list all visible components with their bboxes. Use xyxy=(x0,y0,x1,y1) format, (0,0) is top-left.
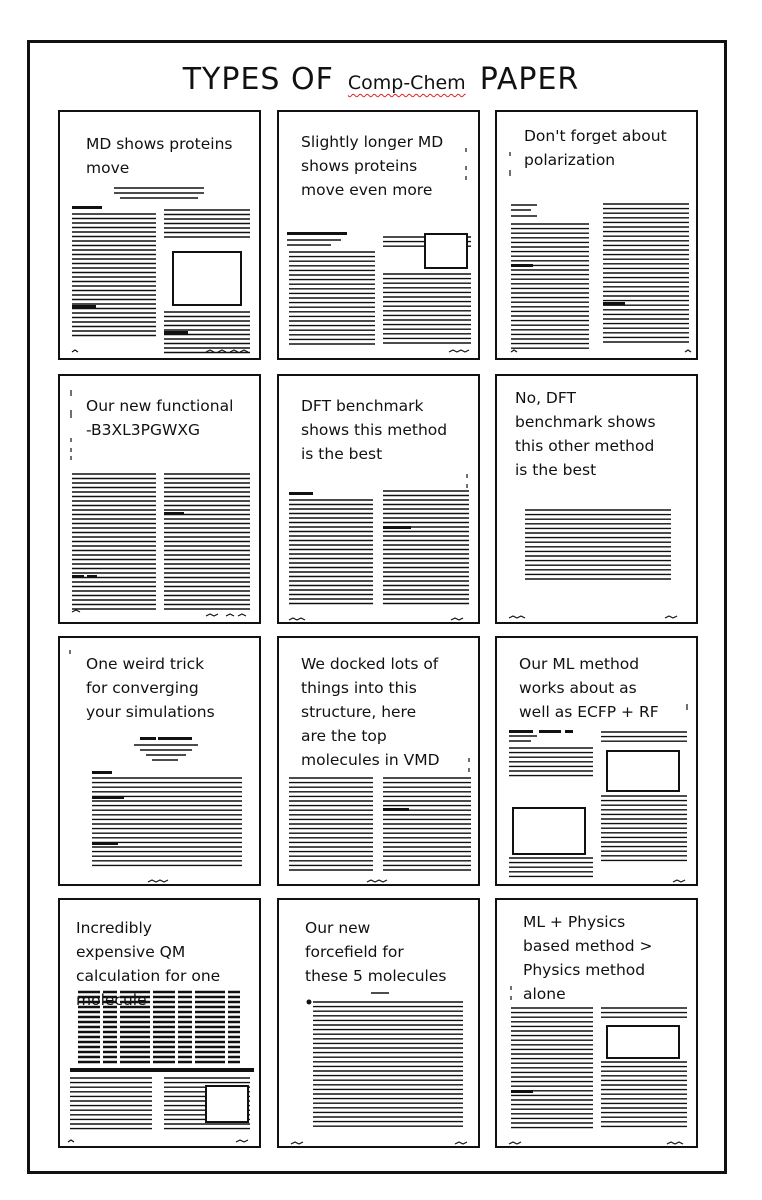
panel-polarization: Don't forget about polarization xyxy=(495,110,698,360)
panel-caption: We docked lots of things into this struc… xyxy=(301,652,440,772)
caption-line: Don't forget about xyxy=(524,127,667,145)
panel-caption: Slightly longer MD shows proteins move e… xyxy=(301,130,443,202)
caption-line: shows this method xyxy=(301,421,448,439)
panel-caption: Our new functional -B3XL3PGWXG xyxy=(86,394,233,442)
panel-caption: ML + Physics based method > Physics meth… xyxy=(523,910,653,1006)
paper-sketch xyxy=(67,990,254,1143)
caption-line: is the best xyxy=(515,461,597,479)
caption-line: One weird trick xyxy=(86,655,205,673)
paper-sketch xyxy=(290,992,468,1145)
paper-sketch xyxy=(289,758,471,883)
panel-md-proteins-move: MD shows proteins move xyxy=(58,110,261,360)
panel-dft-benchmark: DFT benchmark shows this method is the b… xyxy=(277,374,480,624)
caption-line: expensive QM xyxy=(76,943,186,961)
panel-caption: One weird trick for converging your simu… xyxy=(86,652,215,724)
paper-sketch xyxy=(70,390,250,617)
panel-caption: No, DFT benchmark shows this other metho… xyxy=(515,386,656,482)
caption-line: No, DFT xyxy=(515,389,576,407)
caption-line: polarization xyxy=(524,151,616,169)
paper-sketch xyxy=(287,148,471,353)
panel-caption: MD shows proteins move xyxy=(86,132,232,180)
panel-longer-md: Slightly longer MD shows proteins move e… xyxy=(277,110,480,360)
paper-sketch xyxy=(508,986,687,1145)
paper-sketch xyxy=(509,152,692,353)
caption-line: this other method xyxy=(515,437,655,455)
caption-line: molecule xyxy=(76,991,147,1009)
panel-ml-physics: ML + Physics based method > Physics meth… xyxy=(495,898,698,1148)
caption-line: Slightly longer MD xyxy=(301,133,444,151)
panel-caption: Don't forget about polarization xyxy=(524,124,667,172)
caption-line: We docked lots of xyxy=(301,655,439,673)
caption-line: for converging xyxy=(86,679,199,697)
caption-line: these 5 molecules xyxy=(305,967,447,985)
title-right: PAPER xyxy=(479,62,580,97)
caption-line: MD shows proteins xyxy=(86,135,233,153)
caption-line: works about as xyxy=(519,679,637,697)
panel-caption: Our new forcefield for these 5 molecules xyxy=(305,916,446,988)
panel-other-dft-benchmark: No, DFT benchmark shows this other metho… xyxy=(495,374,698,624)
caption-line: Our new xyxy=(305,919,371,937)
title-middle: Comp-Chem xyxy=(348,72,466,94)
paper-sketch xyxy=(71,187,250,354)
paper-sketch xyxy=(288,474,469,621)
panel-expensive-qm: Incredibly expensive QM calculation for … xyxy=(58,898,261,1148)
title-left: TYPES OF xyxy=(182,62,334,97)
paper-sketch xyxy=(509,704,688,883)
title-middle-text: Comp-Chem xyxy=(347,72,466,94)
paper-sketch xyxy=(508,509,678,619)
caption-line: calculation for one xyxy=(76,967,221,985)
panel-docking: We docked lots of things into this struc… xyxy=(277,636,480,886)
text-column-left xyxy=(72,213,156,337)
panel-ml-method: Our ML method works about as well as ECF… xyxy=(495,636,698,886)
caption-line: shows proteins xyxy=(301,157,418,175)
caption-line: well as ECFP + RF xyxy=(519,703,659,721)
caption-line: things into this xyxy=(301,679,417,697)
panel-caption: Our ML method works about as well as ECF… xyxy=(519,652,659,724)
comic-frame xyxy=(27,40,727,1174)
comic-title: TYPES OF Comp-Chem PAPER xyxy=(0,62,762,97)
caption-line: based method > xyxy=(523,937,653,955)
caption-line: move xyxy=(86,159,130,177)
caption-line: -B3XL3PGWXG xyxy=(86,421,200,439)
caption-line: benchmark shows xyxy=(515,413,656,431)
caption-line: are the top xyxy=(301,727,387,745)
caption-line: forcefield for xyxy=(305,943,404,961)
panel-caption: Incredibly expensive QM calculation for … xyxy=(76,916,220,1012)
panel-new-functional: Our new functional -B3XL3PGWXG xyxy=(58,374,261,624)
caption-line: ML + Physics xyxy=(523,913,626,931)
caption-line: structure, here xyxy=(301,703,417,721)
caption-line: Incredibly xyxy=(76,919,152,937)
caption-line: alone xyxy=(523,985,566,1003)
caption-line: molecules in VMD xyxy=(301,751,440,769)
caption-line: DFT benchmark xyxy=(301,397,424,415)
caption-line: Physics method xyxy=(523,961,646,979)
caption-line: move even more xyxy=(301,181,433,199)
paper-sketch xyxy=(69,650,242,883)
caption-line: Our ML method xyxy=(519,655,640,673)
caption-line: your simulations xyxy=(86,703,215,721)
caption-line: is the best xyxy=(301,445,383,463)
caption-line: Our new functional xyxy=(86,397,234,415)
panel-new-forcefield: Our new forcefield for these 5 molecules xyxy=(277,898,480,1148)
panel-caption: DFT benchmark shows this method is the b… xyxy=(301,394,447,466)
panel-weird-trick: One weird trick for converging your simu… xyxy=(58,636,261,886)
